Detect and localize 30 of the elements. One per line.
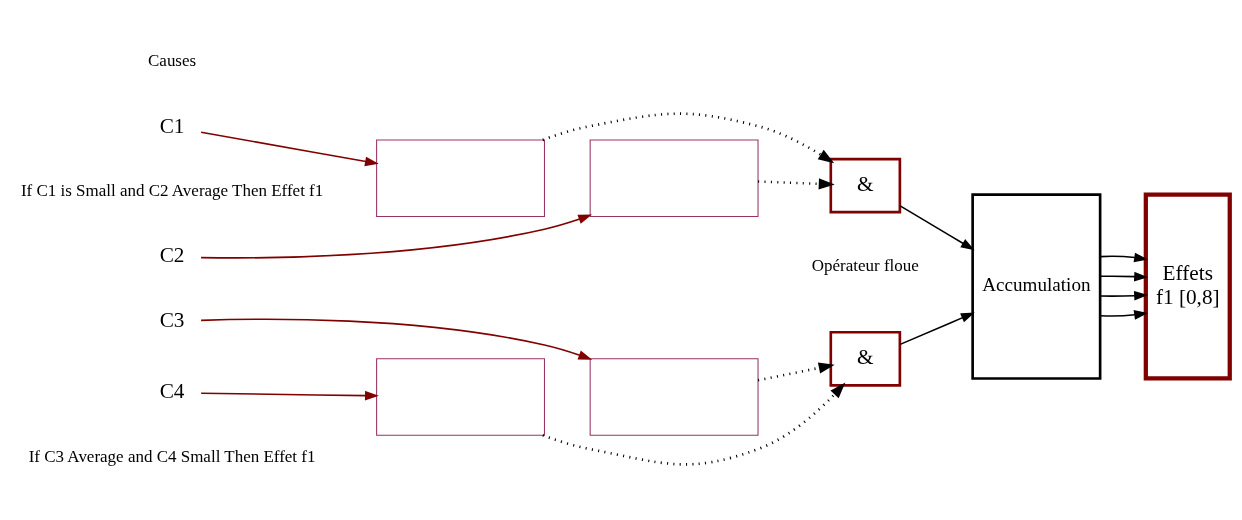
label: Opérateur floue [811,256,919,276]
arrow [1099,310,1148,320]
node-box [375,139,545,217]
arrow [1099,290,1148,301]
arrow [199,390,379,401]
node-text: C3 [159,307,184,332]
label: Causes [147,51,196,71]
arrow [757,362,835,382]
node-box: Accumulation [970,193,1101,380]
arrow [898,312,975,346]
arrow [199,318,592,360]
arrow [199,214,592,259]
arrow [199,131,379,167]
arrow [1099,271,1148,282]
node-box [589,139,759,217]
node-text: C4 [159,379,184,404]
node-box [589,358,759,436]
label: If C1 is Small and C2 Average Then Effet f1 [20,181,323,201]
node-box: & [828,157,901,214]
node-text: C1 [159,113,184,138]
label: If C3 Average and C4 Small Then Effet f1 [28,446,315,466]
arrow [541,382,845,466]
arrow [898,205,975,251]
node-box: Effets f1 [0,8] [1143,192,1232,381]
arrow [541,112,834,164]
node-text: C2 [159,243,184,268]
node-box [375,358,545,436]
arrow [1099,252,1148,263]
node-box: & [828,330,901,387]
arrow [757,178,835,190]
